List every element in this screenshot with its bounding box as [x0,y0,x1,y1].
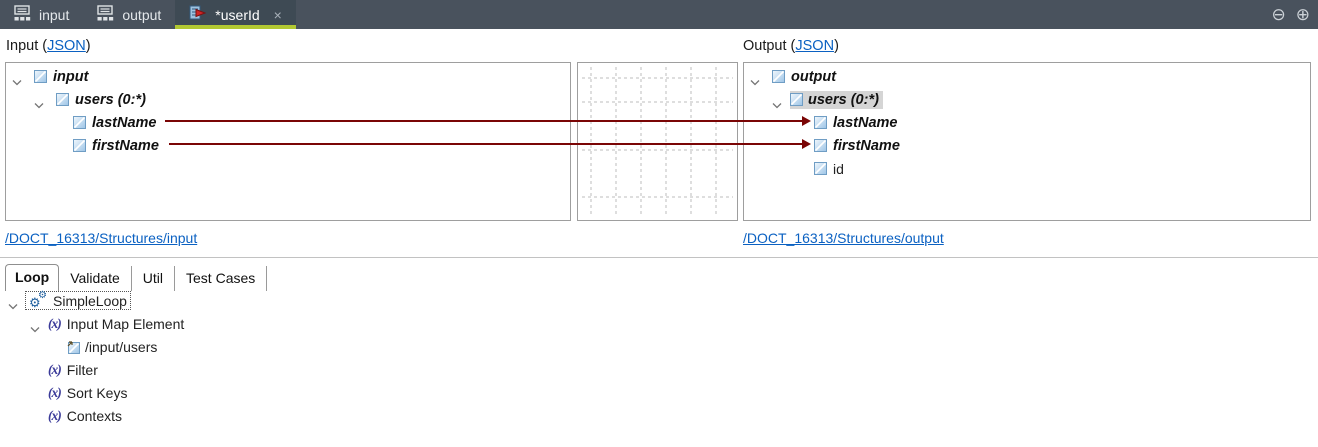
tree-item-label: Filter [66,361,98,378]
element-icon [73,139,86,152]
tree-item-label: id [833,160,844,177]
tab-loop[interactable]: Loop [5,264,60,291]
tab-label: output [122,6,162,23]
element-icon [790,93,803,106]
element-icon [73,116,86,129]
tree-item-input-map-element[interactable]: (x) Input Map Element [30,312,184,335]
tab-userid[interactable]: *userId × [175,0,296,29]
active-tab-accent [175,25,296,29]
tree-item-firstname-output[interactable]: firstName [814,134,900,157]
tree-item-label: lastName [833,114,898,131]
element-icon [56,93,69,106]
tree-item-input[interactable]: input [12,65,88,88]
output-json-link[interactable]: JSON [795,38,835,54]
tree-item-label: Input Map Element [66,315,185,332]
element-icon [814,116,827,129]
chevron-down-icon[interactable] [30,320,40,333]
tree-item-sort-keys[interactable]: (x) Sort Keys [48,381,127,404]
input-structure-link[interactable]: /DOCT_16313/Structures/input [5,230,198,246]
tab-util[interactable]: Util [132,266,176,291]
tree-item-filter[interactable]: (x) Filter [48,358,98,381]
tree-item-label: users (0:*) [75,91,146,108]
input-tree-panel: input users (0:*) lastName firstName [5,62,571,221]
mapping-arrowhead [802,139,811,149]
mapping-doc-icon [189,5,207,24]
element-icon [34,70,47,83]
tree-item-label: Sort Keys [66,384,128,401]
loop-gears-icon: ⚙⚙ [29,290,47,310]
element-icon [814,162,827,175]
chevron-down-icon[interactable] [8,297,18,310]
structure-icon [97,5,114,24]
chevron-down-icon[interactable] [34,96,44,109]
output-structure-link[interactable]: /DOCT_16313/Structures/output [743,230,944,246]
tab-test-cases[interactable]: Test Cases [175,266,268,291]
tree-item-id-output[interactable]: id [814,157,844,180]
tree-item-label: input [53,68,89,85]
chevron-down-icon[interactable] [772,96,782,109]
input-header: Input (JSON) [6,38,91,54]
tree-item-users-output[interactable]: users (0:*) [772,88,883,111]
element-icon [814,139,827,152]
tree-item-lastname-output[interactable]: lastName [814,111,897,134]
tree-item-contexts[interactable]: (x) Contexts [48,404,122,427]
mapping-line-firstname[interactable] [169,143,802,145]
tree-item-label: firstName [92,137,159,154]
chevron-down-icon[interactable] [750,73,760,86]
tree-item-label: Contexts [66,407,122,424]
structure-icon [14,5,31,24]
input-json-link[interactable]: JSON [47,38,86,54]
close-icon[interactable]: × [273,6,282,23]
minimize-icon[interactable]: ⊖ [1271,5,1286,24]
tree-item-lastname[interactable]: lastName [73,111,156,134]
tree-item-label: /input/users [85,338,158,355]
mapping-line-lastname[interactable] [165,120,802,122]
tree-item-label: users (0:*) [808,91,879,108]
maximize-icon[interactable]: ⊕ [1295,5,1310,24]
canvas-grid [582,67,733,216]
tab-output[interactable]: output [83,0,175,29]
tab-label: input [39,6,70,23]
function-icon: (x) [48,384,62,400]
tab-label: *userId [215,6,260,23]
pane-divider[interactable] [0,257,1318,258]
tree-item-users[interactable]: users (0:*) [34,88,146,111]
function-icon: (x) [48,407,62,423]
tree-item-simpleloop[interactable]: ⚙⚙ SimpleLoop [8,289,131,312]
tree-item-input-users-path[interactable]: /input/users [66,335,157,358]
tab-validate[interactable]: Validate [59,266,132,291]
tree-item-label: lastName [92,114,157,131]
tree-item-label: SimpleLoop [53,292,127,309]
element-icon [772,70,785,83]
bottom-tabbar: Loop Validate Util Test Cases [5,263,268,291]
editor-tabbar: input output [0,0,1318,29]
selected-row-highlight: users (0:*) [790,90,883,109]
chevron-down-icon[interactable] [12,73,22,86]
output-header: Output (JSON) [743,38,839,54]
output-tree-panel: output users (0:*) lastName firstName [743,62,1311,221]
tab-input[interactable]: input [0,0,83,29]
tree-item-label: output [791,68,837,85]
element-reference-icon [66,340,80,354]
mapping-arrowhead [802,116,811,126]
function-icon: (x) [48,315,62,331]
tree-item-firstname[interactable]: firstName [73,134,159,157]
function-icon: (x) [48,361,62,377]
selection-focus-box: ⚙⚙ SimpleLoop [25,290,131,310]
tree-item-output[interactable]: output [750,65,836,88]
tree-item-label: firstName [833,137,900,154]
mapping-canvas [577,62,738,221]
